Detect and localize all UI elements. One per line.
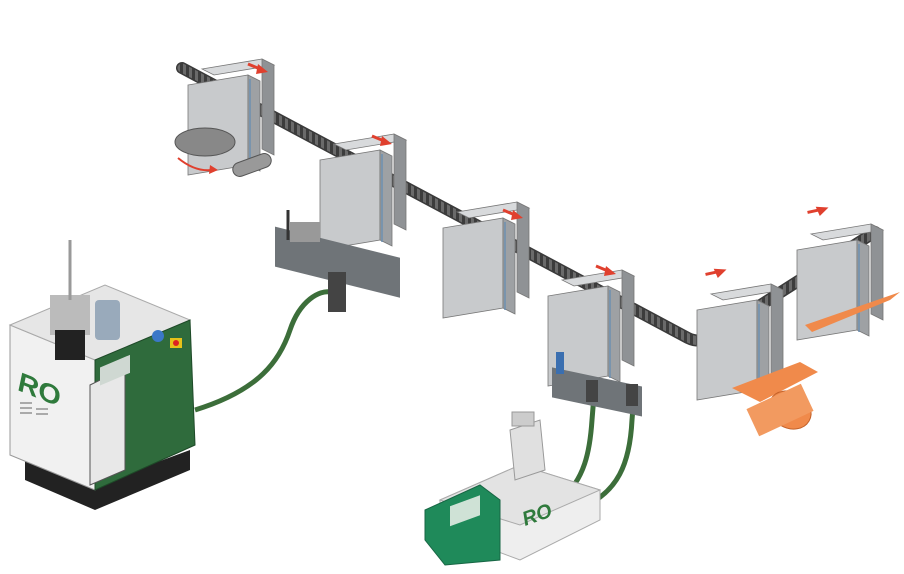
applicator-head-1: [275, 210, 400, 312]
flow-arrow-icon: [704, 261, 730, 285]
rotary-table: [174, 127, 272, 177]
hotmelt-unit-left: RO: [8, 240, 196, 510]
hotmelt-unit-bottom: RO: [424, 411, 602, 566]
web-material: [732, 292, 900, 437]
applicator-head-2: [552, 352, 642, 417]
flow-arrow-icon: [806, 199, 832, 223]
